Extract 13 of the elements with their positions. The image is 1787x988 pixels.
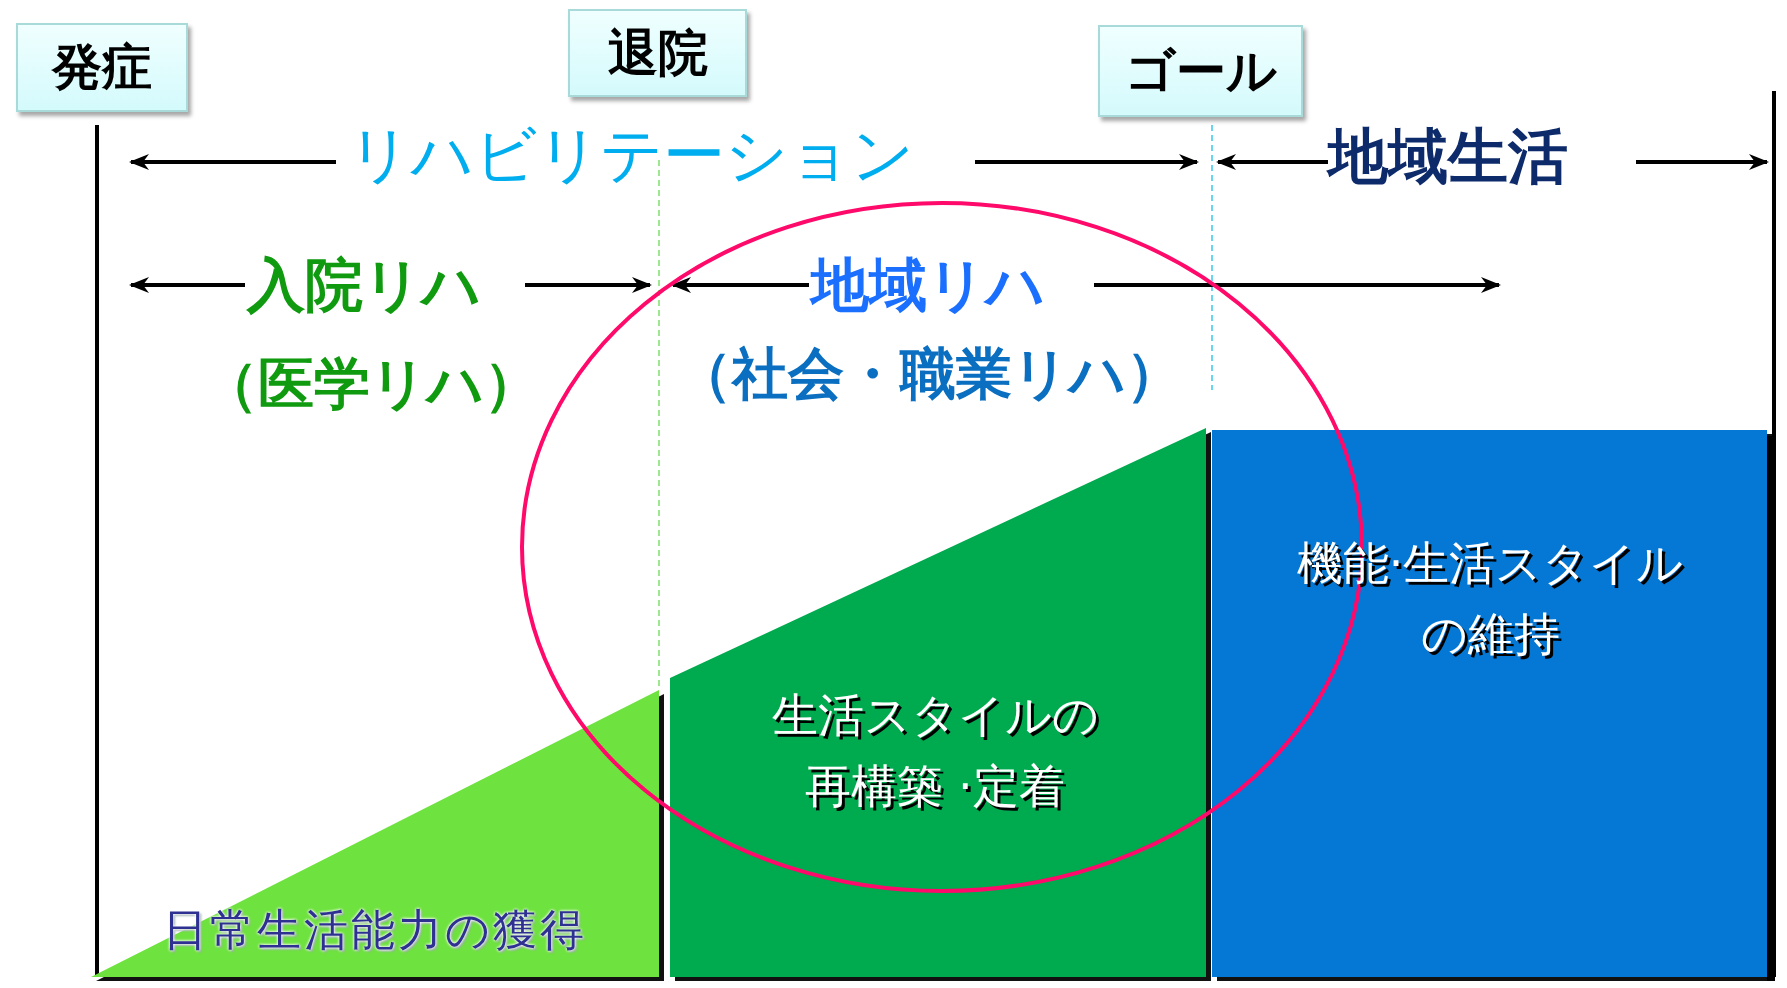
span-label: （社会・職業リハ） (676, 346, 1182, 402)
trapezoid-area (670, 428, 1206, 977)
span-label: 地域リハ (811, 256, 1045, 314)
span-label: 入院リハ (247, 256, 481, 314)
milestone-box: 退院 (568, 9, 747, 97)
span-label: リハビリテーション (348, 124, 914, 186)
milestone-box: 発症 (16, 23, 188, 112)
area-label: 生活スタイルの再構築 ·定着 (770, 687, 1100, 816)
milestone-box: ゴール (1098, 25, 1303, 117)
span-label: 地域生活 (1328, 126, 1568, 186)
triangle-area (91, 690, 659, 977)
span-label: （医学リハ） (202, 356, 540, 412)
rectangle-area (1212, 430, 1767, 977)
